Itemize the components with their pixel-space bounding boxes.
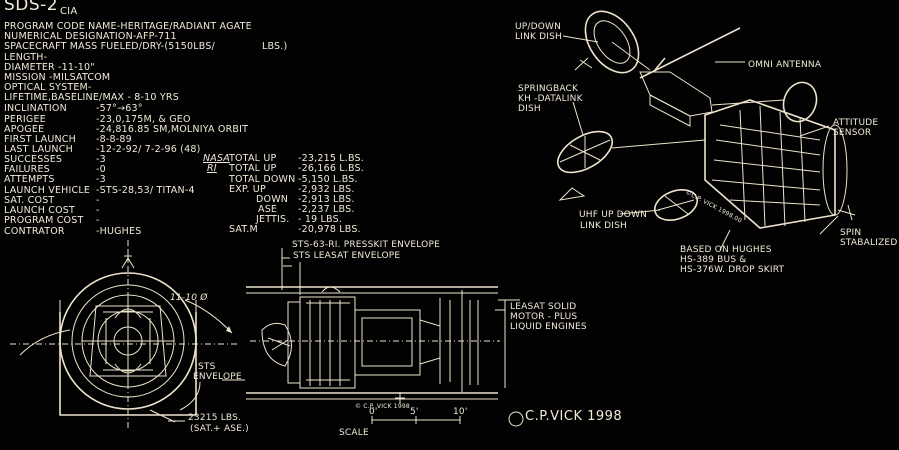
spec-line: DIAMETER -11-10"	[4, 62, 95, 73]
mass-value: -5,150 L.BS.	[298, 174, 358, 185]
row-label: FIRST LAUNCH	[4, 134, 76, 145]
spec-line: OPTICAL SYSTEM-	[4, 82, 92, 93]
row-label: FAILURES	[4, 164, 50, 175]
updown-dish-label: UP/DOWN	[515, 22, 562, 32]
row-value: -24,816.85 SM,MOLNIYA ORBIT	[96, 124, 249, 135]
mass-label: DOWN	[256, 194, 289, 205]
copyright-label: C.P.VICK 1998	[525, 409, 623, 424]
mass-value: -2,237 LBS.	[298, 204, 355, 215]
leasat-motor-label: LEASAT SOLID	[510, 302, 577, 312]
uhf-dish-label: UHF UP DOWN	[579, 210, 648, 220]
mass-label: EXP. UP	[229, 184, 266, 195]
mass-label: ASE	[258, 204, 278, 215]
agency-label: CIA	[60, 6, 78, 17]
row-value: -3	[96, 174, 106, 185]
row-value: -3	[96, 154, 106, 165]
mass-label: TOTAL UP	[229, 163, 277, 174]
row-value: -0	[96, 164, 106, 175]
row-value: -	[96, 195, 100, 206]
mass-label: JETTIS.	[256, 214, 290, 225]
based-on-label: HS-389 BUS &	[680, 255, 747, 265]
row-label: LAUNCH VEHICLE	[4, 185, 91, 196]
spec-line: PROGRAM CODE NAME-HERITAGE/RADIANT AGATE	[4, 21, 252, 32]
updown-dish-label: LINK DISH	[515, 32, 563, 42]
mass-label: TOTAL UP	[229, 153, 277, 164]
spec-line: LENGTH-	[4, 52, 48, 63]
satellite-isometric-drawing	[557, 10, 856, 229]
sts-envelope-label: ENVELOPE	[193, 372, 242, 382]
based-on-label: HS-376W. DROP SKIRT	[680, 265, 785, 275]
uhf-dish-label: LINK DISH	[580, 221, 628, 231]
row-label: CONTRATOR	[4, 226, 65, 237]
weight-label: 23215 LBS.	[188, 413, 242, 423]
row-label: SAT. COST	[4, 195, 55, 206]
row-label: ATTEMPTS	[4, 174, 55, 185]
leasat-envelope-label: STS LEASAT ENVELOPE	[293, 251, 401, 261]
spec-line: SPACECRAFT MASS FUELED/DRY-(5150LBS/	[4, 41, 215, 52]
end-view-drawing	[10, 240, 240, 428]
presskit-envelope-label: STS-63-RI. PRESSKIT ENVELOPE	[292, 240, 440, 250]
mass-value: -26,166 L.BS.	[298, 163, 365, 174]
diameter-label: 11-10 Ø	[170, 293, 208, 303]
mass-value: -2,913 LBS.	[298, 194, 355, 205]
row-label: LAUNCH COST	[4, 205, 76, 216]
springback-dish-label: DISH	[518, 104, 541, 114]
leasat-motor-label: MOTOR - PLUS	[510, 312, 578, 322]
sts-envelope-label: STS	[198, 362, 216, 372]
mass-label: TOTAL DOWN	[229, 174, 296, 185]
row-label: SUCCESSES	[4, 154, 63, 165]
mass-value: -20,978 LBS.	[298, 224, 361, 235]
springback-dish-label: SPRINGBACK	[518, 84, 579, 94]
row-label: INCLINATION	[4, 103, 67, 114]
mass-value: -23,215 L.BS.	[298, 153, 365, 164]
spin-stabilized-label: STABALIZED	[840, 238, 898, 248]
mass-value: - 19 LBS.	[298, 214, 343, 225]
row-value: -HUGHES	[96, 226, 142, 237]
copyright-symbol	[508, 411, 524, 427]
spin-stabilized-label: SPIN	[840, 228, 862, 238]
mass-value: -2,932 LBS.	[298, 184, 355, 195]
leasat-motor-label: LIQUID ENGINES	[510, 322, 587, 332]
row-value: -12-2-92/ 7-2-96 (48)	[96, 144, 201, 155]
row-value: -	[96, 205, 100, 216]
scale-tick: 10'	[453, 407, 468, 417]
small-credit: © C.P. VICK 1998	[355, 403, 410, 410]
omni-antenna-label: OMNI ANTENNA	[748, 60, 822, 70]
row-value: -8-8-89	[96, 134, 132, 145]
spec-line: LIFETIME,BASELINE/MAX - 8-10 YRS	[4, 92, 179, 103]
row-value: -STS-28,53/ TITAN-4	[96, 185, 195, 196]
mass-label: SAT.M	[229, 224, 258, 235]
side-view-drawing	[246, 248, 520, 424]
spec-line: NUMERICAL DESIGNATION-AFP-711	[4, 31, 177, 42]
title: SDS-2	[4, 0, 59, 15]
attitude-sensor-label: ATTITUDE	[833, 118, 879, 128]
row-label: PERIGEE	[4, 114, 46, 125]
mass-source: RI	[207, 163, 217, 174]
row-value: -	[96, 215, 100, 226]
scale-label: SCALE	[339, 428, 369, 438]
row-value: -57°→63°	[96, 103, 143, 114]
springback-dish-label: KH -DATALINK	[518, 94, 583, 104]
mass-source: NASA	[203, 153, 230, 164]
spec-line: MISSION -MILSATCOM	[4, 72, 111, 83]
leader-lines	[168, 35, 839, 422]
row-label: LAST LAUNCH	[4, 144, 73, 155]
mass-units: LBS.)	[262, 41, 288, 52]
attitude-sensor-label: SENSOR	[833, 128, 872, 138]
based-on-label: BASED ON HUGHES	[680, 245, 772, 255]
row-label: APOGEE	[4, 124, 45, 135]
scale-tick: 5'	[410, 407, 419, 417]
scale-tick: 0'	[369, 407, 378, 417]
row-label: PROGRAM COST	[4, 215, 84, 226]
row-value: -23,0,175M, & GEO	[96, 114, 191, 125]
weight-label: (SAT.+ ASE.)	[190, 424, 249, 434]
